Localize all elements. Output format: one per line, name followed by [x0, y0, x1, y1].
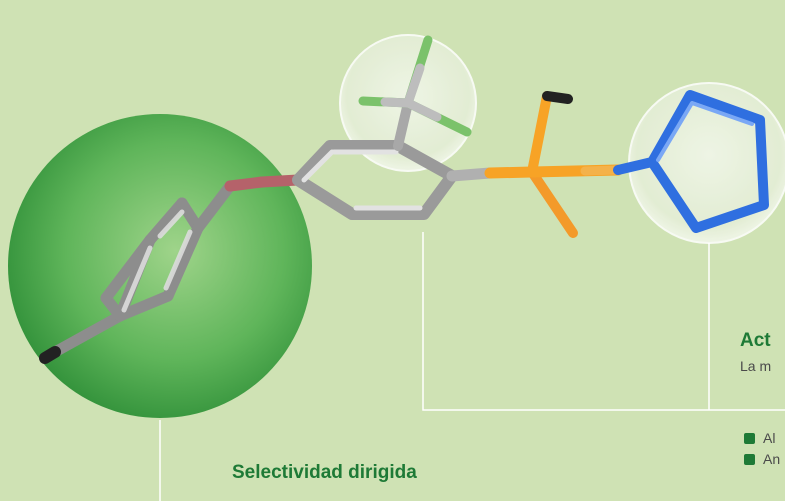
callout-lines	[159, 232, 785, 501]
cf3-group	[358, 35, 472, 151]
ether-linkage	[192, 174, 304, 234]
pyrrolidine-ring	[613, 90, 769, 233]
activity-subtitle: La m	[740, 358, 772, 374]
molecule-model	[39, 35, 769, 364]
activity-heading: Act	[740, 330, 771, 351]
legend-swatch-icon	[744, 432, 755, 444]
legend-label: An	[763, 451, 781, 467]
selectivity-heading: Selectividad dirigida	[232, 462, 417, 483]
legend-label: Al	[763, 430, 776, 446]
large-selectivity-circle	[8, 114, 312, 418]
legend-swatch-icon	[744, 453, 755, 465]
legend-item-1: Al	[744, 430, 775, 446]
methyl-bond	[39, 346, 61, 364]
legend-item-2: An	[744, 451, 780, 467]
phosphorus-group	[446, 91, 624, 238]
